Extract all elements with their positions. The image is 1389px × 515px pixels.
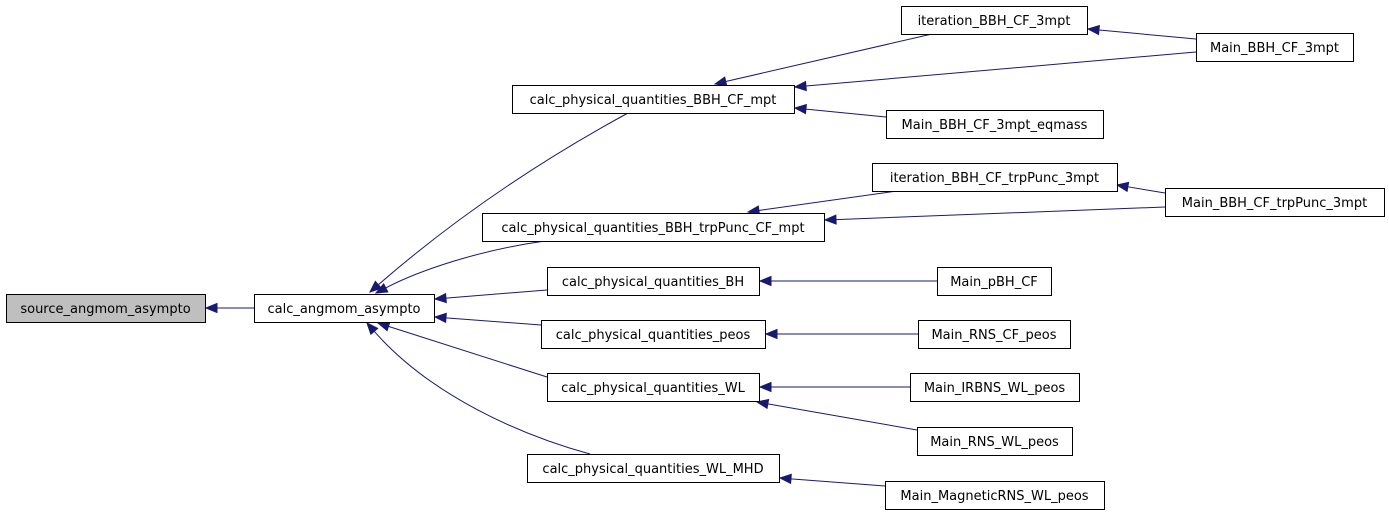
node-box[interactable] bbox=[512, 85, 795, 114]
edge-cpq-wl-mhd-to-calc-angmom-asympto bbox=[373, 330, 591, 455]
node-label: iteration_BBH_CF_trpPunc_3mpt bbox=[890, 171, 1099, 186]
node-main-pbh-cf[interactable]: Main_pBH_CF bbox=[937, 267, 1052, 296]
arrowhead-cpq-bbh-cf-mpt bbox=[713, 76, 728, 87]
node-cpq-peos[interactable]: calc_physical_quantities_peos bbox=[541, 320, 766, 349]
node-label: source_angmom_asympto bbox=[20, 302, 190, 317]
node-cpq-bbh-cf-mpt[interactable]: calc_physical_quantities_BBH_CF_mpt bbox=[512, 85, 795, 114]
arrowhead-cpq-bbh-cf-mpt bbox=[793, 80, 807, 92]
node-main-rns-wl-peos[interactable]: Main_RNS_WL_peos bbox=[917, 427, 1073, 456]
arrowhead-cpq-peos bbox=[764, 328, 778, 340]
node-box[interactable] bbox=[547, 373, 760, 402]
edge-cpq-bh-to-calc-angmom-asympto bbox=[445, 289, 548, 299]
edge-main-bbh-cf-trppunc-3mpt-to-cpq-bbh-trppunc-cf-mpt bbox=[835, 206, 1166, 221]
edge-iteration-bbh-cf-trppunc-3mpt-to-cpq-bbh-trppunc-cf-mpt bbox=[758, 190, 898, 211]
node-calc-angmom-asympto[interactable]: calc_angmom_asympto bbox=[254, 294, 435, 323]
edge-main-bbh-cf-3mpt-to-iteration-bbh-cf-3mpt bbox=[1098, 29, 1197, 40]
node-label: calc_physical_quantities_BBH_CF_mpt bbox=[530, 93, 777, 108]
node-box[interactable] bbox=[1165, 188, 1385, 217]
node-box[interactable] bbox=[886, 110, 1104, 139]
node-main-bbh-cf-trppunc-3mpt[interactable]: Main_BBH_CF_trpPunc_3mpt bbox=[1165, 188, 1385, 217]
graph-nodes: source_angmom_asympto calc_angmom_asympto… bbox=[6, 6, 1385, 510]
edge-cpq-bbh-cf-mpt-to-calc-angmom-asympto bbox=[377, 112, 629, 286]
node-source-angmom-asympto[interactable]: source_angmom_asympto bbox=[6, 294, 206, 323]
edge-main-bbh-cf-3mpt-eqmass-to-cpq-bbh-cf-mpt bbox=[805, 108, 887, 118]
node-cpq-bh[interactable]: calc_physical_quantities_BH bbox=[547, 267, 760, 296]
edge-iteration-bbh-cf-3mpt-to-cpq-bbh-cf-mpt bbox=[725, 33, 933, 83]
node-box[interactable] bbox=[885, 481, 1105, 510]
arrowhead-cpq-wl-mhd bbox=[778, 473, 792, 485]
node-box[interactable] bbox=[1196, 33, 1354, 62]
node-box[interactable] bbox=[254, 294, 435, 323]
node-box[interactable] bbox=[901, 6, 1088, 35]
node-box[interactable] bbox=[910, 373, 1080, 402]
node-label: calc_physical_quantities_BBH_trpPunc_CF_… bbox=[501, 221, 804, 236]
edge-cpq-wl-to-calc-angmom-asympto bbox=[388, 325, 548, 378]
node-label: calc_physical_quantities_WL bbox=[561, 381, 745, 396]
arrowhead-calc-angmom-asympto bbox=[433, 292, 447, 304]
arrowhead-calc-angmom-asympto bbox=[433, 312, 447, 324]
arrowhead-cpq-bbh-cf-mpt bbox=[793, 103, 807, 115]
node-main-magneticrns-wl-peos[interactable]: Main_MagneticRNS_WL_peos bbox=[885, 481, 1105, 510]
arrowhead-calc-angmom-asympto bbox=[374, 283, 389, 294]
arrowhead-iteration-bbh-cf-3mpt bbox=[1086, 24, 1100, 36]
arrowhead-calc-angmom-asympto bbox=[366, 322, 379, 336]
node-label: Main_RNS_CF_peos bbox=[931, 328, 1056, 343]
node-box[interactable] bbox=[547, 267, 760, 296]
arrowhead-calc-angmom-asympto bbox=[369, 280, 383, 293]
node-label: calc_physical_quantities_BH bbox=[562, 275, 744, 290]
edge-cpq-bbh-trppunc-cf-mpt-to-calc-angmom-asympto bbox=[385, 240, 546, 289]
node-label: calc_angmom_asympto bbox=[267, 302, 420, 317]
node-iteration-bbh-cf-3mpt[interactable]: iteration_BBH_CF_3mpt bbox=[901, 6, 1088, 35]
node-label: calc_physical_quantities_WL_MHD bbox=[542, 462, 763, 477]
node-box[interactable] bbox=[937, 267, 1052, 296]
node-label: Main_BBH_CF_3mpt bbox=[1210, 41, 1339, 56]
node-box[interactable] bbox=[872, 163, 1118, 192]
node-label: Main_IRBNS_WL_peos bbox=[924, 381, 1066, 396]
node-main-rns-cf-peos[interactable]: Main_RNS_CF_peos bbox=[918, 320, 1071, 349]
arrowhead-cpq-bbh-trppunc-cf-mpt bbox=[823, 214, 837, 225]
node-label: iteration_BBH_CF_3mpt bbox=[918, 14, 1071, 29]
node-box[interactable] bbox=[6, 294, 206, 323]
arrowhead-source-angmom-asympto bbox=[204, 302, 218, 314]
node-cpq-wl-mhd[interactable]: calc_physical_quantities_WL_MHD bbox=[527, 454, 780, 483]
edge-main-bbh-cf-trppunc-3mpt-to-iteration-bbh-cf-trppunc-3mpt bbox=[1127, 186, 1166, 194]
arrowhead-cpq-bh bbox=[758, 275, 772, 287]
node-label: Main_RNS_WL_peos bbox=[930, 435, 1059, 450]
edge-main-rns-wl-peos-to-cpq-wl bbox=[767, 403, 918, 431]
node-label: calc_physical_quantities_peos bbox=[556, 328, 751, 343]
edge-main-bbh-cf-3mpt-to-cpq-bbh-cf-mpt bbox=[805, 51, 1197, 87]
edge-main-magneticrns-wl-peos-to-cpq-wl-mhd bbox=[790, 478, 886, 487]
node-label: Main_BBH_CF_3mpt_eqmass bbox=[902, 118, 1088, 133]
node-cpq-wl[interactable]: calc_physical_quantities_WL bbox=[547, 373, 760, 402]
arrowhead-cpq-wl bbox=[758, 381, 772, 393]
node-cpq-bbh-trppunc-cf-mpt[interactable]: calc_physical_quantities_BBH_trpPunc_CF_… bbox=[482, 213, 825, 242]
node-label: Main_pBH_CF bbox=[950, 275, 1038, 290]
node-box[interactable] bbox=[917, 427, 1073, 456]
node-box[interactable] bbox=[527, 454, 780, 483]
node-box[interactable] bbox=[541, 320, 766, 349]
node-label: Main_BBH_CF_trpPunc_3mpt bbox=[1182, 196, 1367, 211]
node-box[interactable] bbox=[482, 213, 825, 242]
node-main-bbh-cf-3mpt[interactable]: Main_BBH_CF_3mpt bbox=[1196, 33, 1354, 62]
graph-edges bbox=[204, 24, 1197, 487]
edge-cpq-peos-to-calc-angmom-asympto bbox=[445, 317, 542, 326]
node-iteration-bbh-cf-trppunc-3mpt[interactable]: iteration_BBH_CF_trpPunc_3mpt bbox=[872, 163, 1118, 192]
node-main-irbns-wl-peos[interactable]: Main_IRBNS_WL_peos bbox=[910, 373, 1080, 402]
node-main-bbh-cf-3mpt-eqmass[interactable]: Main_BBH_CF_3mpt_eqmass bbox=[886, 110, 1104, 139]
node-box[interactable] bbox=[918, 320, 1071, 349]
arrowhead-calc-angmom-asympto bbox=[376, 321, 391, 332]
arrowhead-iteration-bbh-cf-trppunc-3mpt bbox=[1115, 181, 1130, 193]
node-label: Main_MagneticRNS_WL_peos bbox=[900, 489, 1088, 504]
